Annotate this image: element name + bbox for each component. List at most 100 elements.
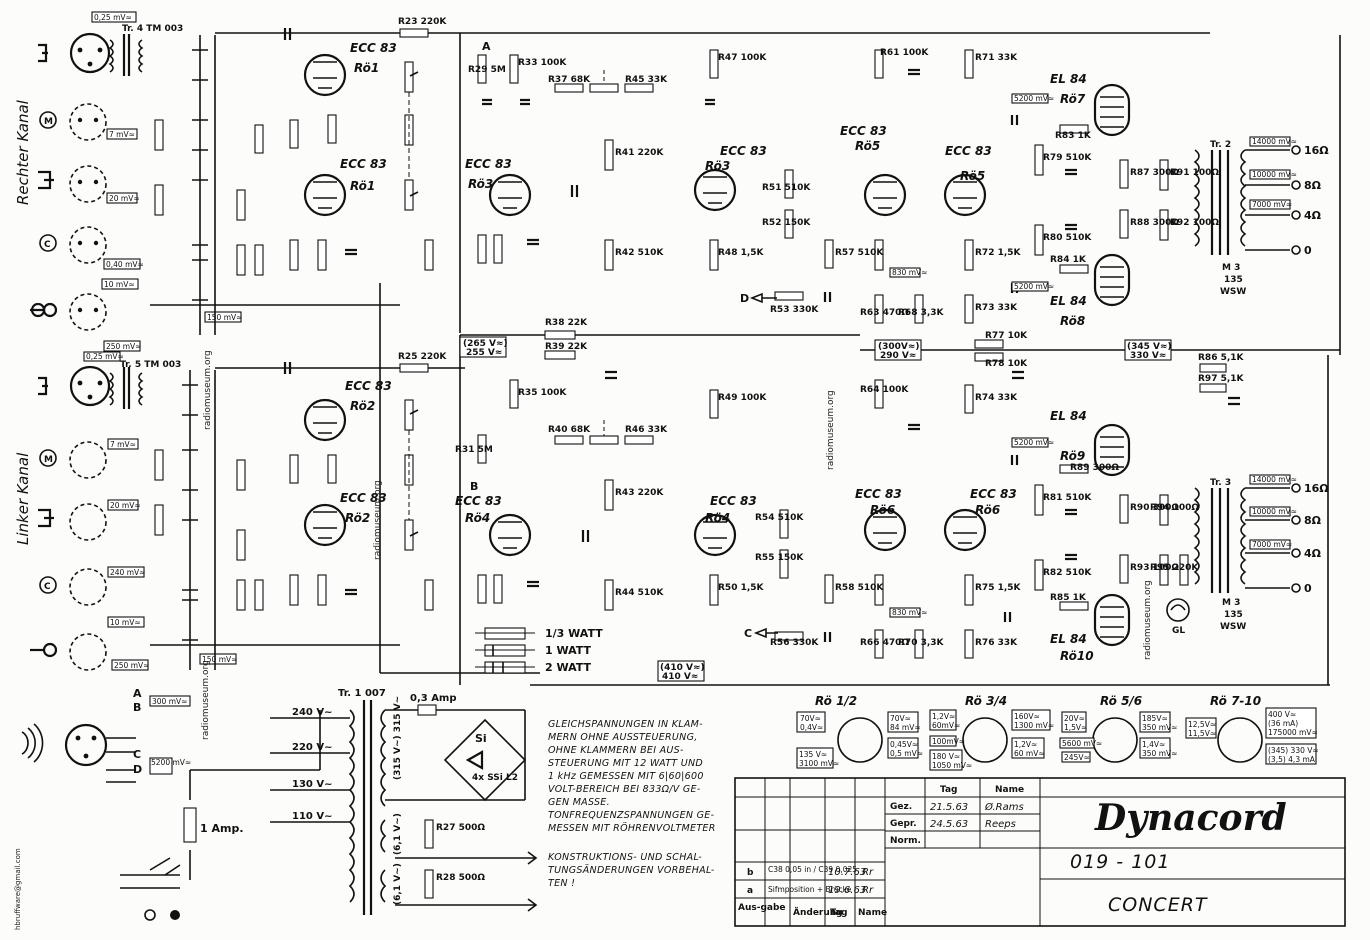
svg-text:7 mV≈: 7 mV≈: [109, 130, 135, 139]
output-transformer-tr2: Tr. 2 M 3 135 WSW: [1193, 140, 1246, 297]
svg-text:5200 mV≈: 5200 mV≈: [1014, 282, 1054, 291]
svg-text:ECC 83: ECC 83: [340, 491, 387, 505]
svg-text:135: 135: [1224, 610, 1243, 620]
svg-text:EL 84: EL 84: [1050, 632, 1087, 646]
din-jack-icon: [69, 633, 107, 671]
svg-text:R92 100Ω: R92 100Ω: [1170, 218, 1219, 228]
din-jack-icon: [69, 568, 107, 606]
svg-text:R52 150K: R52 150K: [762, 218, 811, 228]
svg-text:R37 68K: R37 68K: [548, 75, 591, 85]
microphone-m-icon: [39, 111, 57, 129]
svg-text:110 V~: 110 V~: [292, 811, 332, 822]
svg-text:350 mV≈: 350 mV≈: [1142, 723, 1177, 732]
measurement-notes: GLEICHSPANNUNGEN IN KLAM- MERN OHNE AUSS…: [548, 719, 716, 889]
tube-ro2a: ECC 83 Rö2: [303, 379, 392, 442]
speaker-outputs-right: 16Ω 8Ω 4Ω 0 14000 mV≈ 10000 mV≈ 7000 mV≈: [1245, 136, 1329, 257]
svg-text:150 mV≈: 150 mV≈: [207, 313, 242, 322]
svg-text:Rö8: Rö8: [1060, 314, 1085, 328]
svg-text:ECC 83: ECC 83: [945, 144, 992, 158]
svg-text:R28 500Ω: R28 500Ω: [436, 873, 485, 883]
radio-waves-icon: [21, 723, 44, 763]
svg-text:D: D: [133, 763, 142, 776]
svg-text:Rr: Rr: [862, 885, 874, 896]
svg-text:8Ω: 8Ω: [1304, 179, 1322, 192]
svg-text:Rö1: Rö1: [354, 61, 379, 75]
svg-text:10 mV≈: 10 mV≈: [110, 618, 141, 627]
din-jack-icon: [69, 226, 107, 264]
tube-ro4a: ECC 83 Rö4: [455, 494, 532, 557]
tube-ro1b: ECC 83 Rö1: [303, 157, 387, 217]
svg-text:TEN !: TEN !: [548, 878, 575, 889]
svg-text:1 Amp.: 1 Amp.: [200, 822, 244, 835]
svg-text:19.6.63: 19.6.63: [828, 885, 866, 896]
din-jack-icon: [69, 32, 111, 74]
svg-text:Tr. 2: Tr. 2: [1210, 140, 1231, 150]
svg-text:Rö2: Rö2: [350, 399, 375, 413]
svg-text:R61 100K: R61 100K: [880, 48, 929, 58]
svg-text:Rö 5/6: Rö 5/6: [1100, 694, 1142, 708]
svg-text:B: B: [133, 701, 141, 714]
svg-text:4x SSi L2: 4x SSi L2: [472, 773, 518, 783]
svg-text:Tr. 1 007: Tr. 1 007: [338, 688, 386, 699]
svg-text:5200 mV≈: 5200 mV≈: [151, 758, 191, 767]
svg-text:ECC 83: ECC 83: [840, 124, 887, 138]
svg-text:WSW: WSW: [1220, 622, 1246, 632]
svg-text:175000 mV≈: 175000 mV≈: [1268, 728, 1318, 737]
svg-text:10 mV≈: 10 mV≈: [104, 280, 135, 289]
svg-text:R89 300Ω: R89 300Ω: [1070, 463, 1119, 473]
svg-text:MERN OHNE AUSSTEUERUNG,: MERN OHNE AUSSTEUERUNG,: [548, 732, 698, 743]
tube-ro5a: ECC 83 Rö5: [840, 124, 907, 217]
svg-text:R72 1,5K: R72 1,5K: [975, 248, 1022, 258]
svg-text:R39 22K: R39 22K: [545, 342, 588, 352]
svg-text:Änderung: Änderung: [793, 907, 843, 918]
svg-text:Reeps: Reeps: [985, 819, 1016, 830]
svg-text:185V≈: 185V≈: [1142, 714, 1168, 723]
svg-text:0,25 mV≈: 0,25 mV≈: [94, 13, 132, 22]
svg-text:830 mV≈: 830 mV≈: [892, 608, 927, 617]
svg-text:240 mV≈: 240 mV≈: [110, 568, 145, 577]
supply-rails: [150, 32, 1341, 686]
svg-text:245V≈: 245V≈: [1064, 753, 1090, 762]
svg-text:Rö9: Rö9: [1060, 449, 1085, 463]
svg-text:Sifmposition + Brücke: Sifmposition + Brücke: [768, 885, 852, 894]
svg-text:R54 510K: R54 510K: [755, 513, 804, 523]
svg-text:MESSEN MIT RÖHRENVOLTMETER: MESSEN MIT RÖHRENVOLTMETER: [548, 823, 716, 834]
tube-ro9: EL 84 Rö9: [1050, 409, 1131, 477]
svg-text:20 mV≈: 20 mV≈: [109, 194, 140, 203]
svg-text:1,5V≈: 1,5V≈: [1064, 723, 1087, 732]
phono-c-icon: [39, 234, 57, 252]
svg-text:R87 300Ω: R87 300Ω: [1130, 168, 1179, 178]
svg-text:R57 510K: R57 510K: [835, 248, 884, 258]
svg-text:TONFREQUENZSPANNUNGEN GE-: TONFREQUENZSPANNUNGEN GE-: [548, 810, 715, 821]
svg-text:3100 mV≈: 3100 mV≈: [799, 759, 839, 768]
svg-text:Tag: Tag: [940, 785, 958, 795]
svg-text:14000 mV≈: 14000 mV≈: [1252, 137, 1297, 146]
svg-text:135: 135: [1224, 275, 1243, 285]
tube-ro1a: ECC 83 Rö1: [303, 41, 397, 97]
svg-text:830 mV≈: 830 mV≈: [892, 268, 927, 277]
svg-text:R35 100K: R35 100K: [518, 388, 567, 398]
svg-text:410 V≈: 410 V≈: [662, 672, 698, 682]
tape-icon: [30, 302, 46, 318]
svg-text:Rö 3/4: Rö 3/4: [965, 694, 1007, 708]
voltage-labels: (265 V≈)255 V≈ (300V≈)290 V≈ (345 V≈)330…: [459, 93, 1172, 682]
svg-text:R64 100K: R64 100K: [860, 385, 909, 395]
svg-text:ECC 83: ECC 83: [465, 157, 512, 171]
svg-text:R44 510K: R44 510K: [615, 588, 664, 598]
svg-text:21.5.63: 21.5.63: [930, 802, 968, 813]
svg-text:R88 300Ω: R88 300Ω: [1130, 218, 1179, 228]
tube-ro3b: ECC 83 Rö3: [693, 144, 767, 212]
svg-text:240 V~: 240 V~: [292, 707, 332, 718]
svg-text:ECC 83: ECC 83: [855, 487, 902, 501]
right-input-jacks: M C: [30, 32, 111, 331]
resistor-wattage-legend: 1/3 WATT 1 WATT 2 WATT: [475, 627, 603, 674]
tube-socket-diagrams: Rö 1/2 70V≈0,4V≈ 135 V≈3100 mV≈ 70V≈84 m…: [796, 694, 1319, 771]
watermark: radiomuseum.org: [1143, 580, 1153, 660]
svg-text:R74 33K: R74 33K: [975, 393, 1018, 403]
svg-text:350 mV≈: 350 mV≈: [1142, 749, 1177, 758]
svg-text:R77 10K: R77 10K: [985, 331, 1028, 341]
svg-text:R70 3,3K: R70 3,3K: [898, 638, 945, 648]
din-jack-icon: [69, 503, 107, 541]
svg-text:Rö4: Rö4: [705, 511, 730, 525]
svg-text:130 V~: 130 V~: [292, 779, 332, 790]
